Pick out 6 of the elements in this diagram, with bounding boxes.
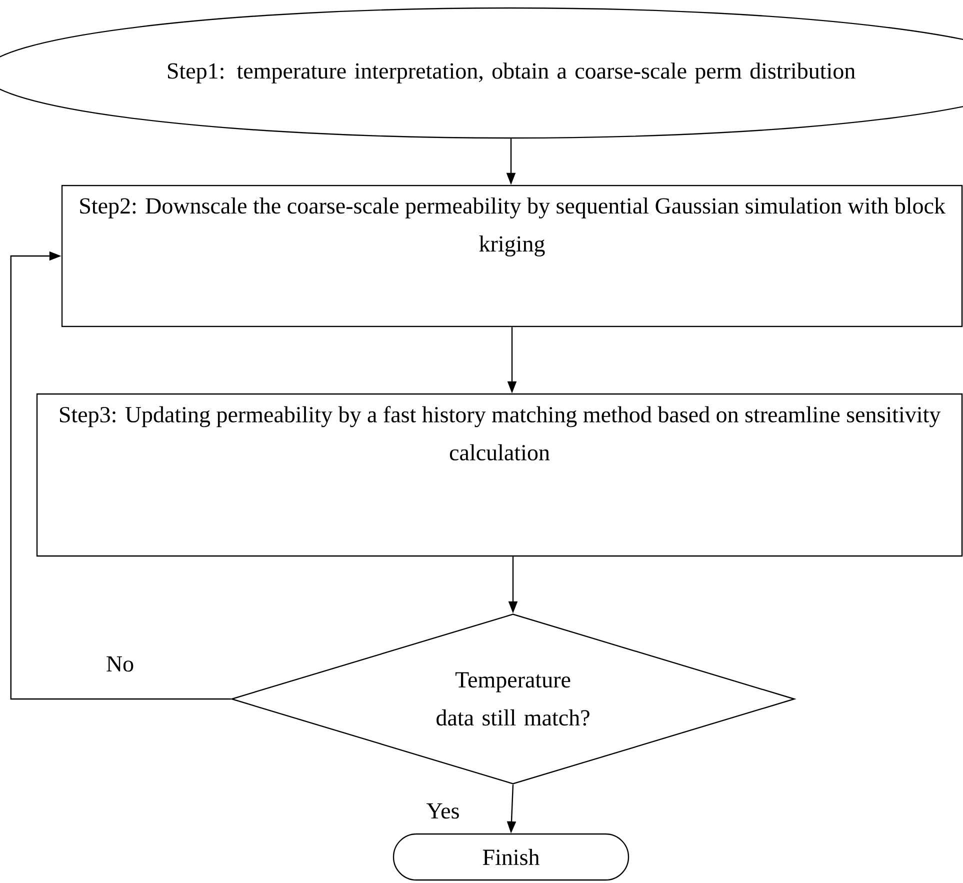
process-box: Step3: Updating permeability by a fast history matching method based on streamline sensitivity calculation [36, 393, 963, 557]
process-box: Step2: Downscale the coarse-scale permeability by sequential Gaussian simulation with block kriging [61, 184, 963, 328]
end-terminal: Finish [392, 833, 630, 881]
arrow [10, 251, 231, 700]
edge-label: Yes [425, 802, 461, 820]
edge-label: No [104, 655, 136, 673]
